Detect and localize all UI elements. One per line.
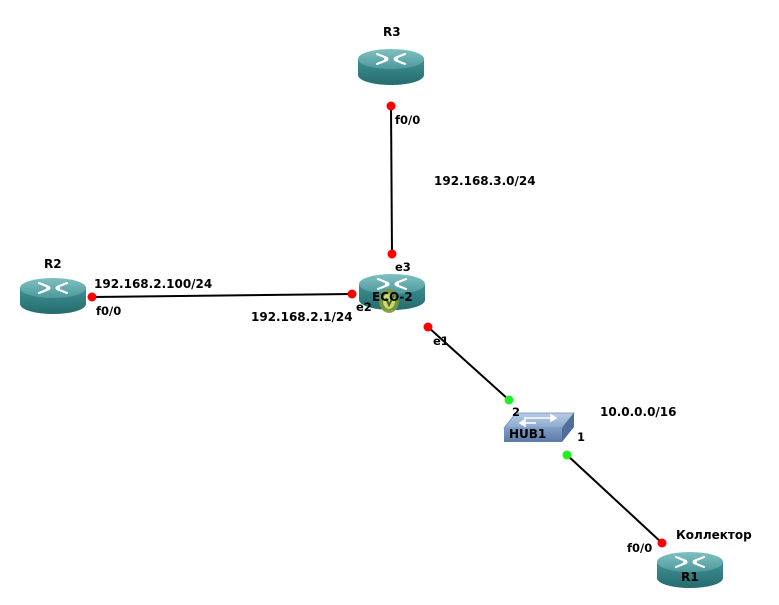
port-hub1-2-label: 2 [512, 405, 520, 419]
port-r2-f00-status [87, 292, 97, 302]
port-r3-f00-label: f0/0 [395, 113, 420, 127]
network-label-192-168-3: 192.168.3.0/24 [434, 174, 536, 188]
ip-label-r2: 192.168.2.100/24 [94, 277, 212, 291]
port-eco2-e2-status [347, 289, 357, 299]
port-r3-f00-status [386, 101, 396, 111]
hub-hub1-label: HUB1 [509, 427, 546, 441]
hub-hub1[interactable] [503, 412, 575, 442]
port-hub1-1-label: 1 [577, 430, 585, 444]
port-eco2-e1-status [423, 322, 433, 332]
link-r2-eco2[interactable] [91, 293, 353, 298]
router-r3-label: R3 [383, 25, 401, 39]
port-r1-f00-status [657, 538, 667, 548]
router-eco2[interactable] [357, 272, 427, 313]
shield-icon [379, 289, 399, 313]
port-eco2-e1-label: e1 [433, 334, 449, 348]
link-r3-eco2[interactable] [390, 105, 393, 255]
router-r2-label: R2 [44, 257, 62, 271]
ip-label-eco2: 192.168.2.1/24 [251, 310, 353, 324]
port-r2-f00-label: f0/0 [96, 304, 121, 318]
port-eco2-e2-label: e2 [356, 300, 372, 314]
network-label-10-0: 10.0.0.0/16 [600, 405, 677, 419]
link-eco2-hub1[interactable] [427, 326, 510, 401]
port-r1-f00-label: f0/0 [627, 541, 652, 555]
router-r1-caption: Коллектор [676, 528, 752, 542]
router-r2[interactable] [18, 276, 88, 316]
port-hub1-1-status [562, 450, 572, 460]
port-eco2-e3-label: e3 [395, 260, 411, 274]
router-r1-label: R1 [681, 570, 699, 584]
port-hub1-2-status [504, 395, 514, 405]
port-eco2-e3-status [387, 249, 397, 259]
router-eco2-label: ECO-2 [372, 290, 413, 304]
router-r3[interactable] [356, 47, 426, 87]
link-hub1-r1[interactable] [566, 454, 663, 544]
